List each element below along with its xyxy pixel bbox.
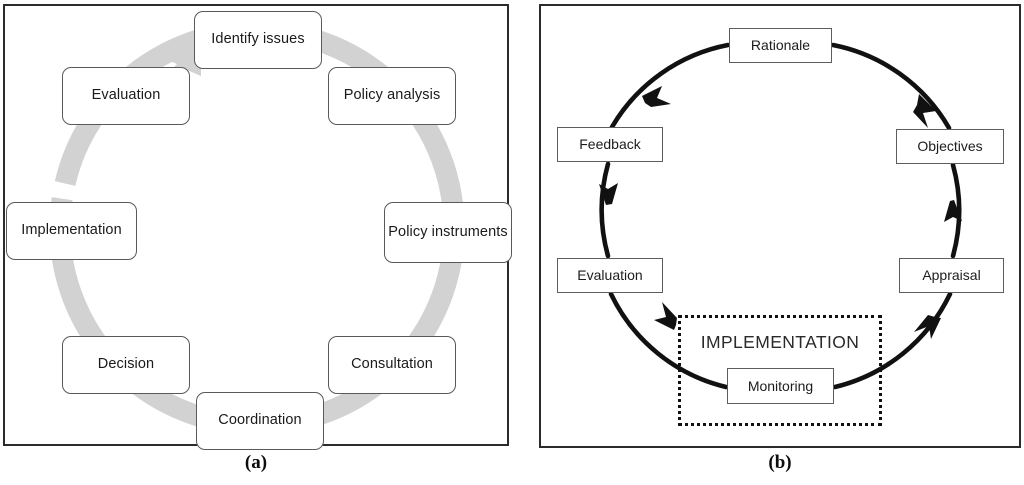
arrowhead-bottom-left xyxy=(654,302,677,330)
caption-panel-a: (a) xyxy=(196,452,316,474)
node-coordination[interactable]: Coordination xyxy=(196,392,324,450)
node-monitoring[interactable]: Monitoring xyxy=(727,368,834,404)
node-feedback[interactable]: Feedback xyxy=(557,127,663,162)
node-decision[interactable]: Decision xyxy=(62,336,190,394)
arrowhead-bottom-right xyxy=(914,315,941,339)
node-consultation[interactable]: Consultation xyxy=(328,336,456,394)
node-appraisal[interactable]: Appraisal xyxy=(899,258,1004,293)
node-label: Evaluation xyxy=(577,267,643,284)
arrowhead-left xyxy=(599,183,618,205)
arc-objectives-appraisal xyxy=(950,162,962,259)
node-rationale[interactable]: Rationale xyxy=(729,28,832,63)
arc-rationale-objectives xyxy=(830,42,952,131)
node-label: Evaluation xyxy=(91,87,161,104)
arc-arrowheads xyxy=(599,86,962,339)
node-label: Monitoring xyxy=(747,377,814,394)
arc-feedback-rationale xyxy=(609,42,731,130)
arrowhead-right xyxy=(944,200,962,222)
node-label: Identify issues xyxy=(211,31,305,48)
node-label: Rationale xyxy=(750,37,811,54)
node-label: Policy instruments xyxy=(388,223,508,240)
node-implementation[interactable]: Implementation xyxy=(6,202,137,260)
node-label: Consultation xyxy=(351,356,433,373)
node-evaluation[interactable]: Evaluation xyxy=(62,67,190,125)
caption-text: (b) xyxy=(768,452,792,473)
node-policy-instruments[interactable]: Policy instruments xyxy=(384,202,512,263)
arrowhead-top-left xyxy=(642,86,671,107)
node-label: Feedback xyxy=(579,136,641,153)
node-identify-issues[interactable]: Identify issues xyxy=(194,11,322,69)
node-label: Decision xyxy=(97,356,155,373)
arrowhead-top-right xyxy=(913,94,936,128)
panel-b-project-cycle: IMPLEMENTATION Rationale Objectives Appr… xyxy=(539,4,1021,448)
caption-text: (a) xyxy=(244,452,268,473)
node-label: Coordination xyxy=(218,412,302,429)
node-label: Appraisal xyxy=(922,267,981,284)
node-evaluation-b[interactable]: Evaluation xyxy=(557,258,663,293)
node-label: Policy analysis xyxy=(343,87,441,104)
node-label: Objectives xyxy=(917,138,983,155)
arc-evaluation-feedback xyxy=(599,161,611,259)
node-label: Implementation xyxy=(21,222,122,239)
node-objectives[interactable]: Objectives xyxy=(896,129,1004,164)
panel-a-policy-cycle: Identify issues Policy analysis Policy i… xyxy=(3,4,512,450)
implementation-group-label: IMPLEMENTATION xyxy=(700,332,860,352)
caption-panel-b: (b) xyxy=(720,452,840,474)
node-policy-analysis[interactable]: Policy analysis xyxy=(328,67,456,125)
